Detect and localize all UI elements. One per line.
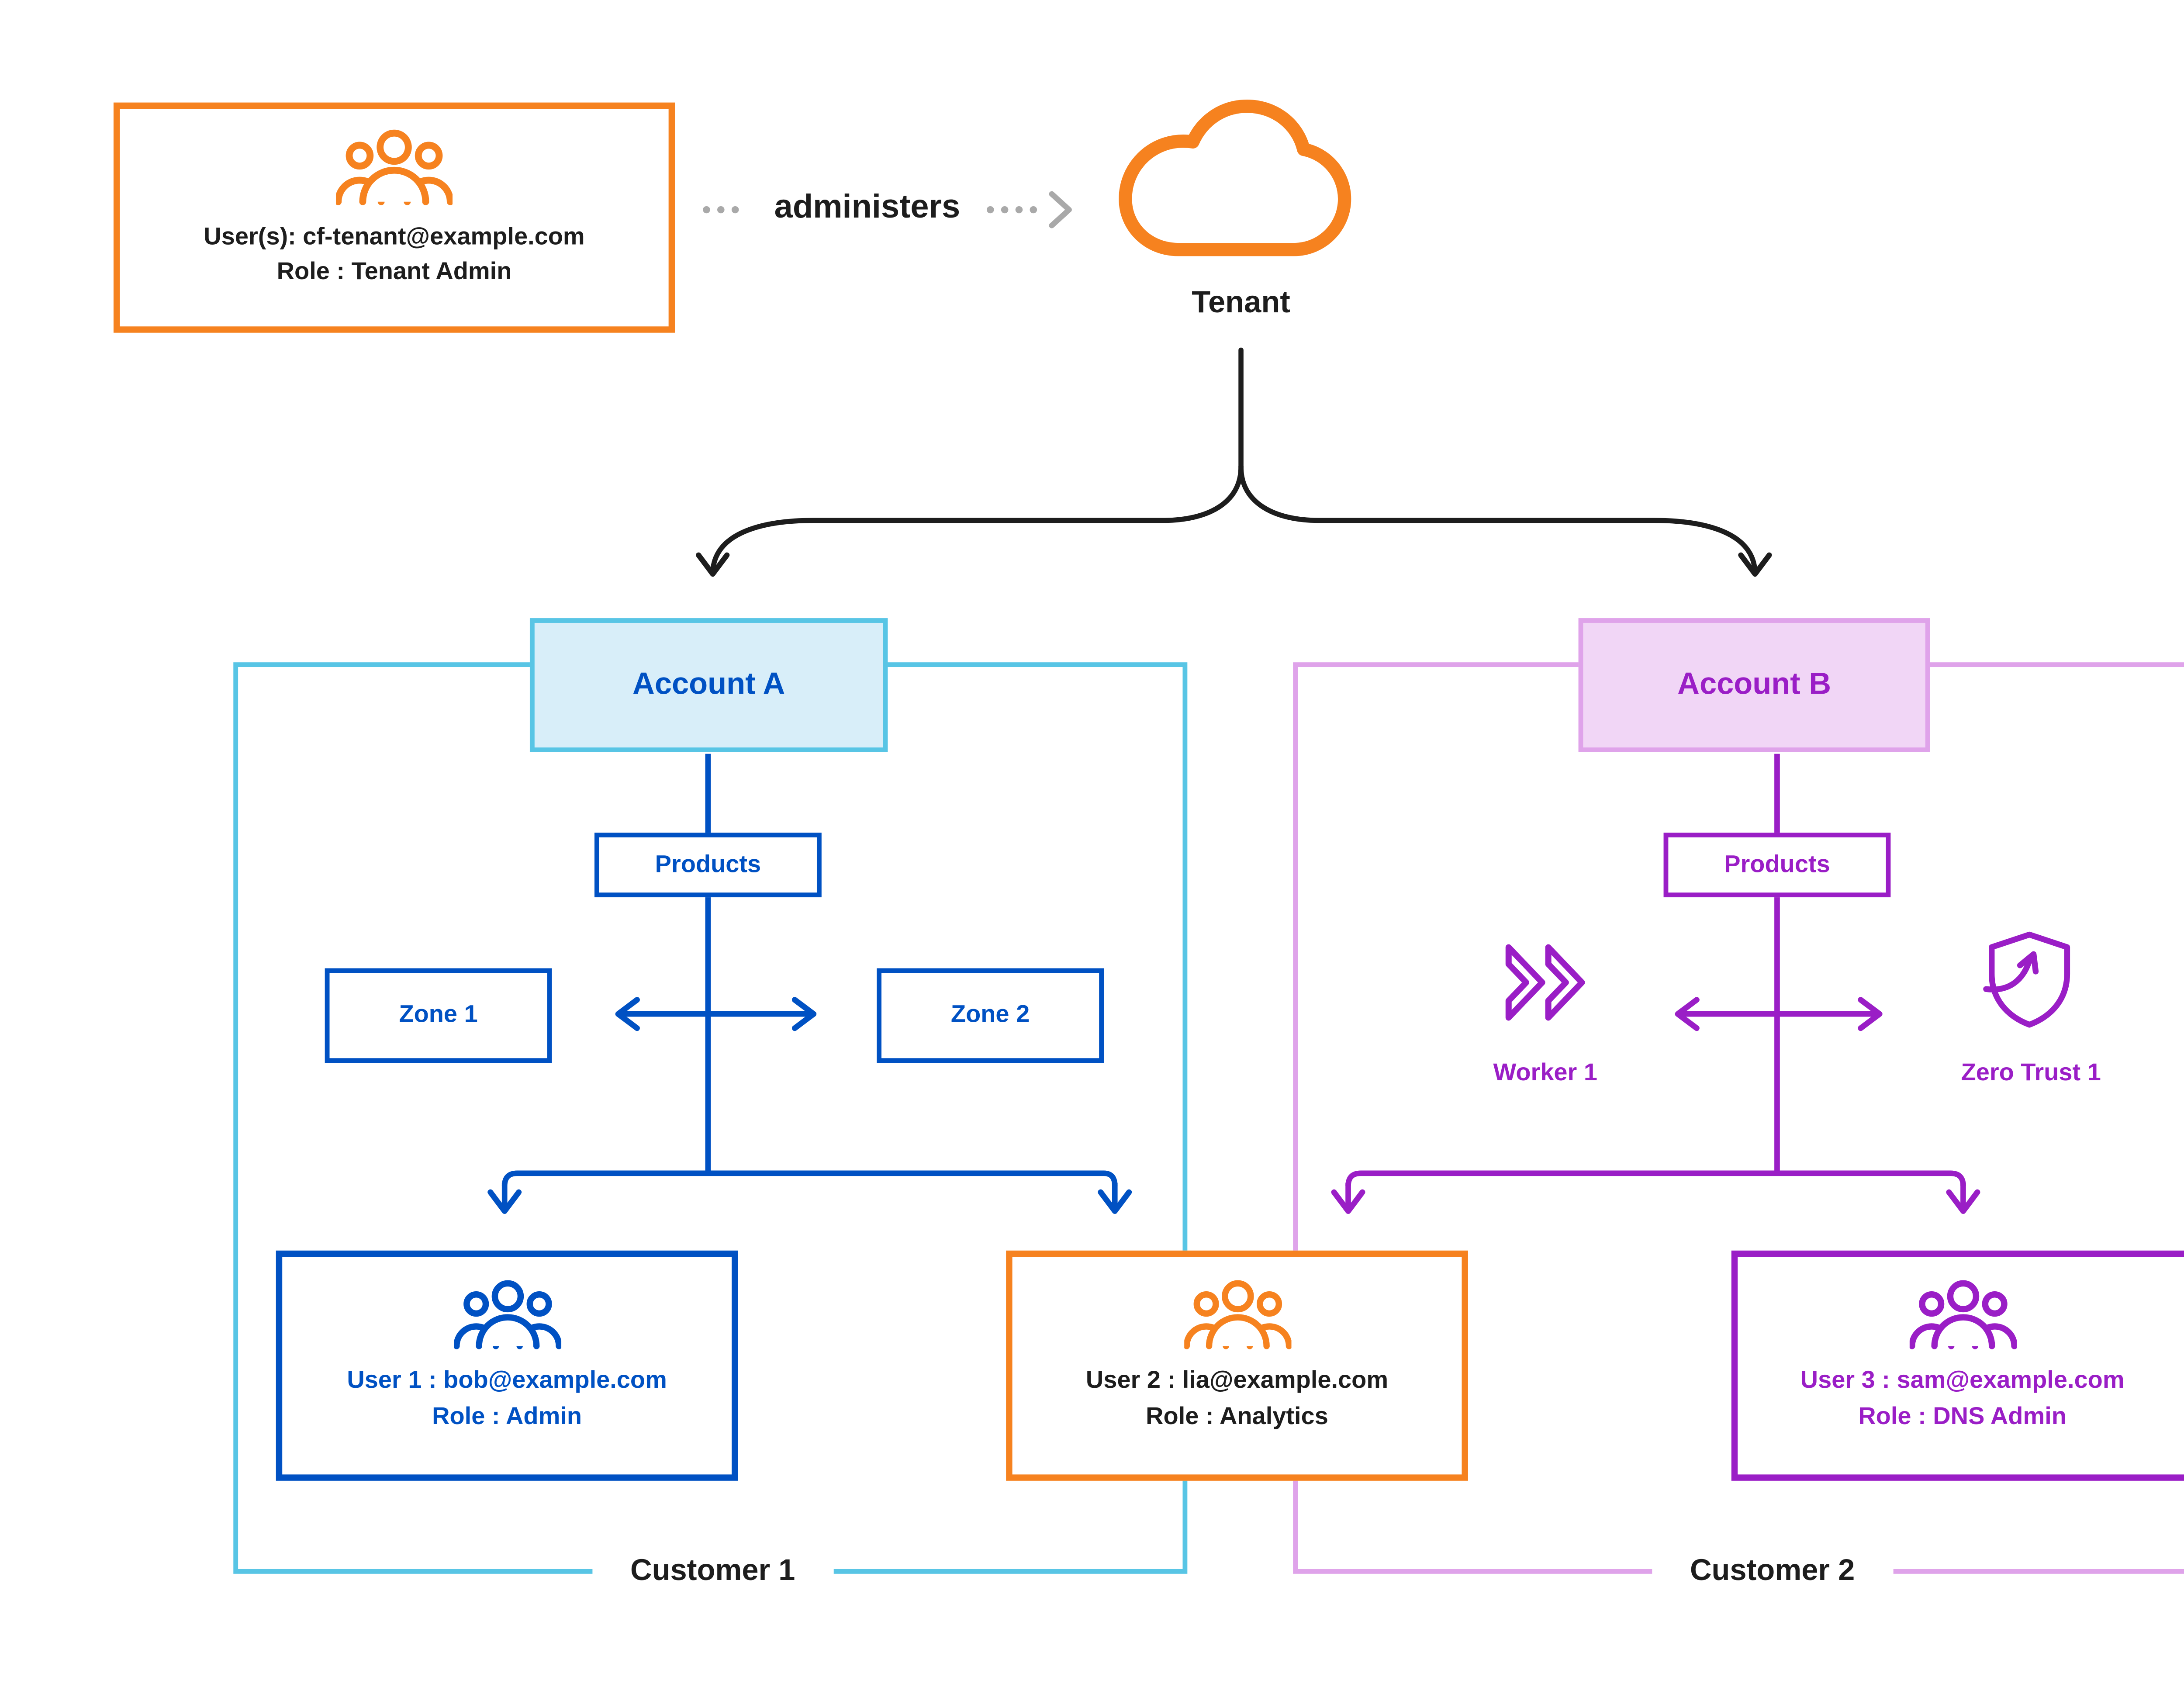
account-b-box: Account B [1578, 618, 1930, 752]
workers-icon [1495, 934, 1593, 1031]
administers-label: administers [774, 189, 961, 226]
zone-1-label: Zone 1 [399, 1001, 478, 1028]
account-a-label: Account A [632, 667, 785, 702]
zero-trust-shield-icon [1980, 927, 2078, 1031]
tenant-to-account-b-arrow [1238, 464, 1772, 577]
user-2-role-line: Role : Analytics [1146, 1403, 1328, 1430]
products-a-box: Products [594, 833, 822, 898]
products-b-box: Products [1663, 833, 1891, 898]
user-3-email-line: User 3 : sam@example.com [1800, 1367, 2125, 1394]
user-3-role-line: Role : DNS Admin [1858, 1403, 2067, 1430]
users-group-icon [1183, 1277, 1290, 1353]
tenant-label: Tenant [1192, 285, 1290, 320]
account-a-box: Account A [529, 618, 888, 752]
products-a-label: Products [655, 851, 761, 878]
zone-2-label: Zone 2 [950, 1001, 1030, 1028]
worker-1-label: Worker 1 [1493, 1059, 1598, 1087]
customer-2-label: Customer 2 [1652, 1549, 1893, 1596]
cloud-icon [1109, 95, 1373, 275]
customer-1-label: Customer 1 [592, 1549, 833, 1596]
user-2-email-line: User 2 : lia@example.com [1085, 1367, 1389, 1394]
zone-2-box: Zone 2 [877, 968, 1104, 1063]
user-1-email-line: User 1 : bob@example.com [347, 1367, 667, 1394]
tenant-admin-users-line: User(s): cf-tenant@example.com [204, 224, 585, 251]
administers-arrowhead-icon [1049, 191, 1072, 228]
users-group-icon [1909, 1277, 2016, 1353]
products-b-label: Products [1724, 851, 1830, 878]
user-1-box: User 1 : bob@example.com Role : Admin [276, 1250, 738, 1481]
users-group-icon [453, 1277, 560, 1353]
tenant-admin-box: User(s): cf-tenant@example.com Role : Te… [113, 102, 675, 333]
user-2-box: User 2 : lia@example.com Role : Analytic… [1006, 1250, 1468, 1481]
zone-1-box: Zone 1 [325, 968, 552, 1063]
users-group-icon [336, 126, 453, 210]
user-3-box: User 3 : sam@example.com Role : DNS Admi… [1731, 1250, 2184, 1481]
tenant-to-account-a-arrow [696, 464, 1244, 577]
zero-trust-1-label: Zero Trust 1 [1961, 1059, 2101, 1087]
user-1-role-line: Role : Admin [432, 1403, 582, 1430]
tenant-admin-role-line: Role : Tenant Admin [276, 259, 512, 286]
account-b-label: Account B [1677, 667, 1832, 702]
